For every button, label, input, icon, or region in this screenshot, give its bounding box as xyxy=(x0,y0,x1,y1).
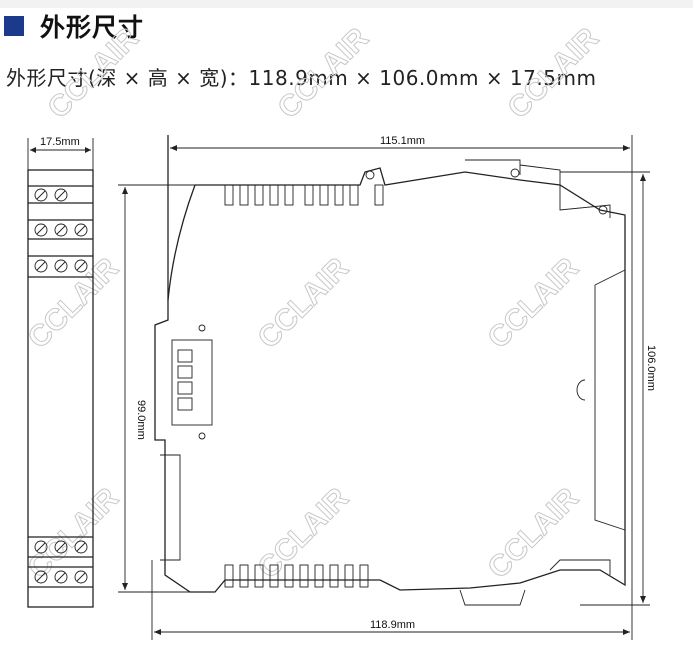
svg-text:CCLAIR: CCLAIR xyxy=(272,21,376,125)
svg-text:CCLAIR: CCLAIR xyxy=(252,251,356,355)
section-heading: 外形尺寸 xyxy=(4,8,144,44)
overall-depth-label: 118.9mm xyxy=(370,619,415,631)
overall-height-label: 106.0mm xyxy=(645,345,657,391)
top-width-label: 115.1mm xyxy=(380,135,425,147)
watermarks: CCLAIR CCLAIR CCLAIR CCLAIR CCLAIR CCLAI… xyxy=(21,21,606,586)
side-width-label: 17.5mm xyxy=(40,136,80,148)
connector xyxy=(160,168,608,561)
svg-text:CCLAIR: CCLAIR xyxy=(252,481,356,585)
side-view: 17.5mm xyxy=(27,136,94,608)
dimensions-summary: 外形尺寸(深 × 高 × 宽)：118.9mm × 106.0mm × 17.5… xyxy=(6,66,597,90)
vent-slots xyxy=(224,184,384,588)
svg-text:CCLAIR: CCLAIR xyxy=(22,481,126,585)
front-view: 115.1mm 99.0mm 106.0mm 118.9mm xyxy=(118,135,657,640)
rail-height-label: 99.0mm xyxy=(135,400,147,440)
section-title: 外形尺寸 xyxy=(40,13,145,42)
top-strip xyxy=(0,0,693,8)
svg-text:CCLAIR: CCLAIR xyxy=(42,21,146,125)
terminal-screws xyxy=(34,188,88,584)
svg-text:CCLAIR: CCLAIR xyxy=(502,21,606,125)
svg-text:CCLAIR: CCLAIR xyxy=(22,251,126,355)
svg-text:CCLAIR: CCLAIR xyxy=(482,251,586,355)
heading-bullet-icon xyxy=(4,16,24,36)
